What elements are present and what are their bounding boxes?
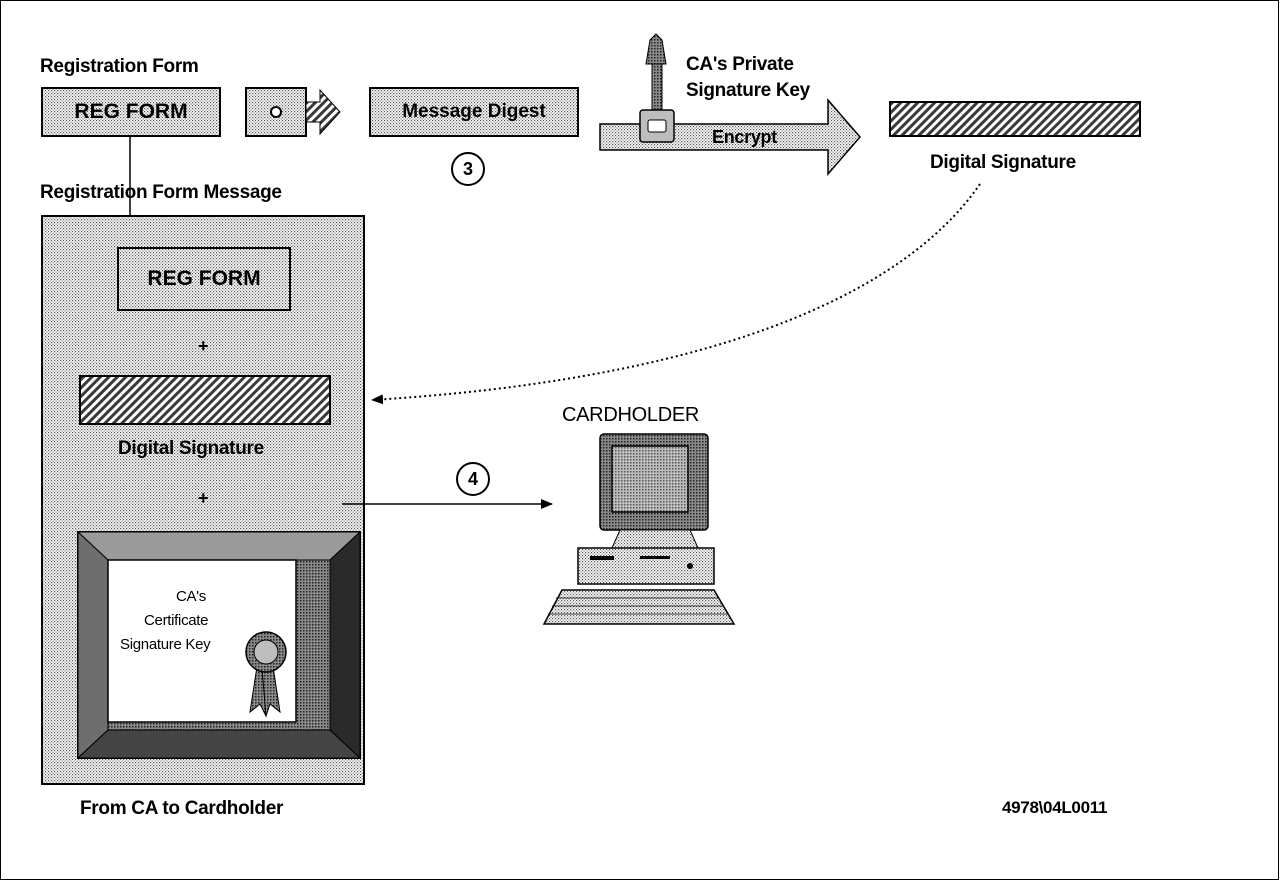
computer-icon <box>542 433 736 625</box>
figure-id: 4978\04L0011 <box>1002 798 1108 817</box>
digital-signature-box-inner <box>79 375 331 425</box>
key-icon <box>639 33 675 143</box>
reg-form-box-inner <box>117 247 291 311</box>
hash-arrow <box>305 88 341 136</box>
key-label-line2: Signature Key <box>686 80 810 101</box>
certificate-line3: Signature Key <box>120 636 211 653</box>
step-4-circle: 4 <box>456 462 490 496</box>
hash-function-icon <box>270 106 282 118</box>
encrypt-arrow <box>599 97 861 177</box>
message-digest-text: Message Digest <box>402 101 546 122</box>
cardholder-label: CARDHOLDER <box>562 404 700 426</box>
reg-form-top-text: REG FORM <box>74 100 188 123</box>
digital-signature-inner-label: Digital Signature <box>118 438 264 459</box>
footer-caption: From CA to Cardholder <box>80 798 284 819</box>
registration-form-message-label: Registration Form Message <box>40 182 282 203</box>
seal-ribbon-icon <box>245 631 287 718</box>
digital-signature-top-label: Digital Signature <box>930 152 1076 173</box>
signature-insert-curve <box>371 183 981 405</box>
digital-signature-box-top <box>889 101 1141 137</box>
certificate-line2: Certificate <box>144 612 209 629</box>
plus-sign-1: + <box>198 336 209 356</box>
registration-form-label: Registration Form <box>40 56 199 77</box>
encrypt-label: Encrypt <box>712 127 777 147</box>
reg-form-box-top <box>41 87 221 137</box>
certificate-line1: CA's <box>176 588 207 605</box>
key-label-line1: CA's Private <box>686 54 794 75</box>
step-3-circle: 3 <box>451 152 485 186</box>
message-digest-box <box>369 87 579 137</box>
reg-form-inner-text: REG FORM <box>147 267 261 290</box>
plus-sign-2: + <box>198 488 209 508</box>
certificate-frame <box>76 530 362 760</box>
